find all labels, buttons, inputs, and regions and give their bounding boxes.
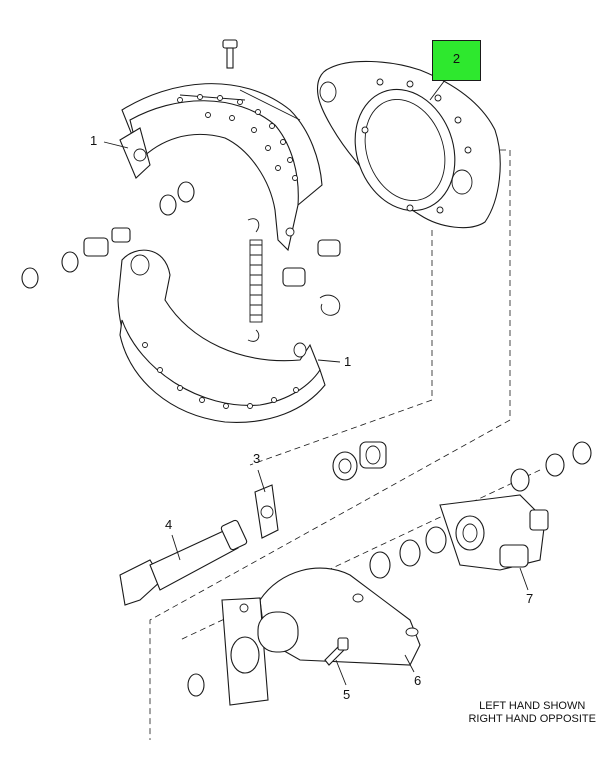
orientation-note: LEFT HAND SHOWN RIGHT HAND OPPOSITE — [468, 700, 596, 726]
chamber-bracket[interactable] — [221, 567, 421, 706]
note-line-2: RIGHT HAND OPPOSITE — [468, 713, 596, 725]
lining-holes-upper — [177, 94, 298, 181]
lower-brake-shoe[interactable] — [117, 249, 326, 423]
callout-1-lower-shoe[interactable]: 1 — [344, 354, 352, 369]
callout-3[interactable]: 3 — [253, 451, 261, 466]
retaining-rings-right[interactable] — [510, 441, 592, 492]
spider-bolt-holes — [361, 78, 472, 214]
bracket-bolt[interactable] — [324, 637, 349, 666]
slack-adjuster[interactable] — [439, 494, 549, 571]
camshaft[interactable] — [119, 519, 248, 606]
rollers-mid[interactable] — [282, 239, 341, 316]
callout-6[interactable]: 6 — [414, 673, 422, 688]
bolt-top[interactable] — [222, 39, 238, 69]
spacer-washers[interactable] — [187, 526, 447, 697]
brake-spider[interactable] — [316, 60, 501, 229]
note-line-1: LEFT HAND SHOWN — [479, 700, 586, 712]
camshaft-seal-plate[interactable] — [254, 484, 279, 539]
lining-holes-lower — [142, 342, 299, 409]
callout-2-highlighted[interactable]: 2 — [432, 40, 481, 81]
callout-4[interactable]: 4 — [165, 517, 173, 532]
camshaft-bushings[interactable] — [332, 441, 387, 481]
callout-7[interactable]: 7 — [526, 591, 534, 606]
anchor-pin-parts[interactable] — [21, 181, 195, 289]
upper-brake-shoe[interactable] — [119, 83, 323, 252]
return-spring[interactable] — [247, 218, 263, 342]
callout-5[interactable]: 5 — [343, 687, 351, 702]
leader-lines — [103, 79, 529, 686]
callout-1-upper-shoe[interactable]: 1 — [90, 133, 98, 148]
